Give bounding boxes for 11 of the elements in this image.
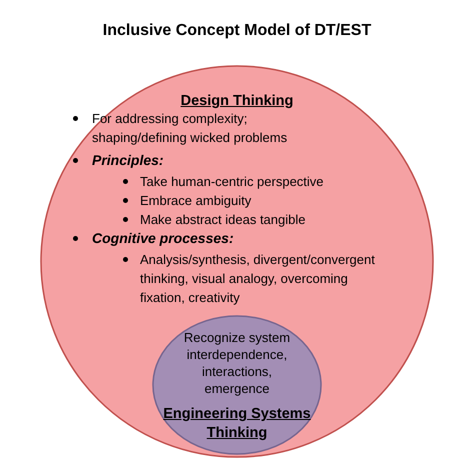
bullet-heading: Principles: (92, 151, 165, 170)
bullet-text: For addressing complexity; shaping/defining wicked problems (92, 110, 288, 147)
bullet-text: Make abstract ideas tangible (140, 211, 306, 229)
bullet-heading: Cognitive processes: (92, 229, 235, 248)
circle-heading: Design Thinking (180, 92, 294, 111)
circle-heading: Engineering Systems Thinking (162, 405, 312, 443)
bullet-text: Take human-centric perspective (140, 173, 325, 191)
bullet-text: Analysis/synthesis, divergent/convergent thinking, visual analogy, overcoming fixation, creativity (140, 251, 376, 307)
circle-text: Recognize system interdependence, interactions, emergence (182, 329, 292, 397)
diagram-title: Inclusive Concept Model of DT/EST (102, 22, 372, 40)
bullet-text: Embrace ambiguity (140, 192, 252, 210)
